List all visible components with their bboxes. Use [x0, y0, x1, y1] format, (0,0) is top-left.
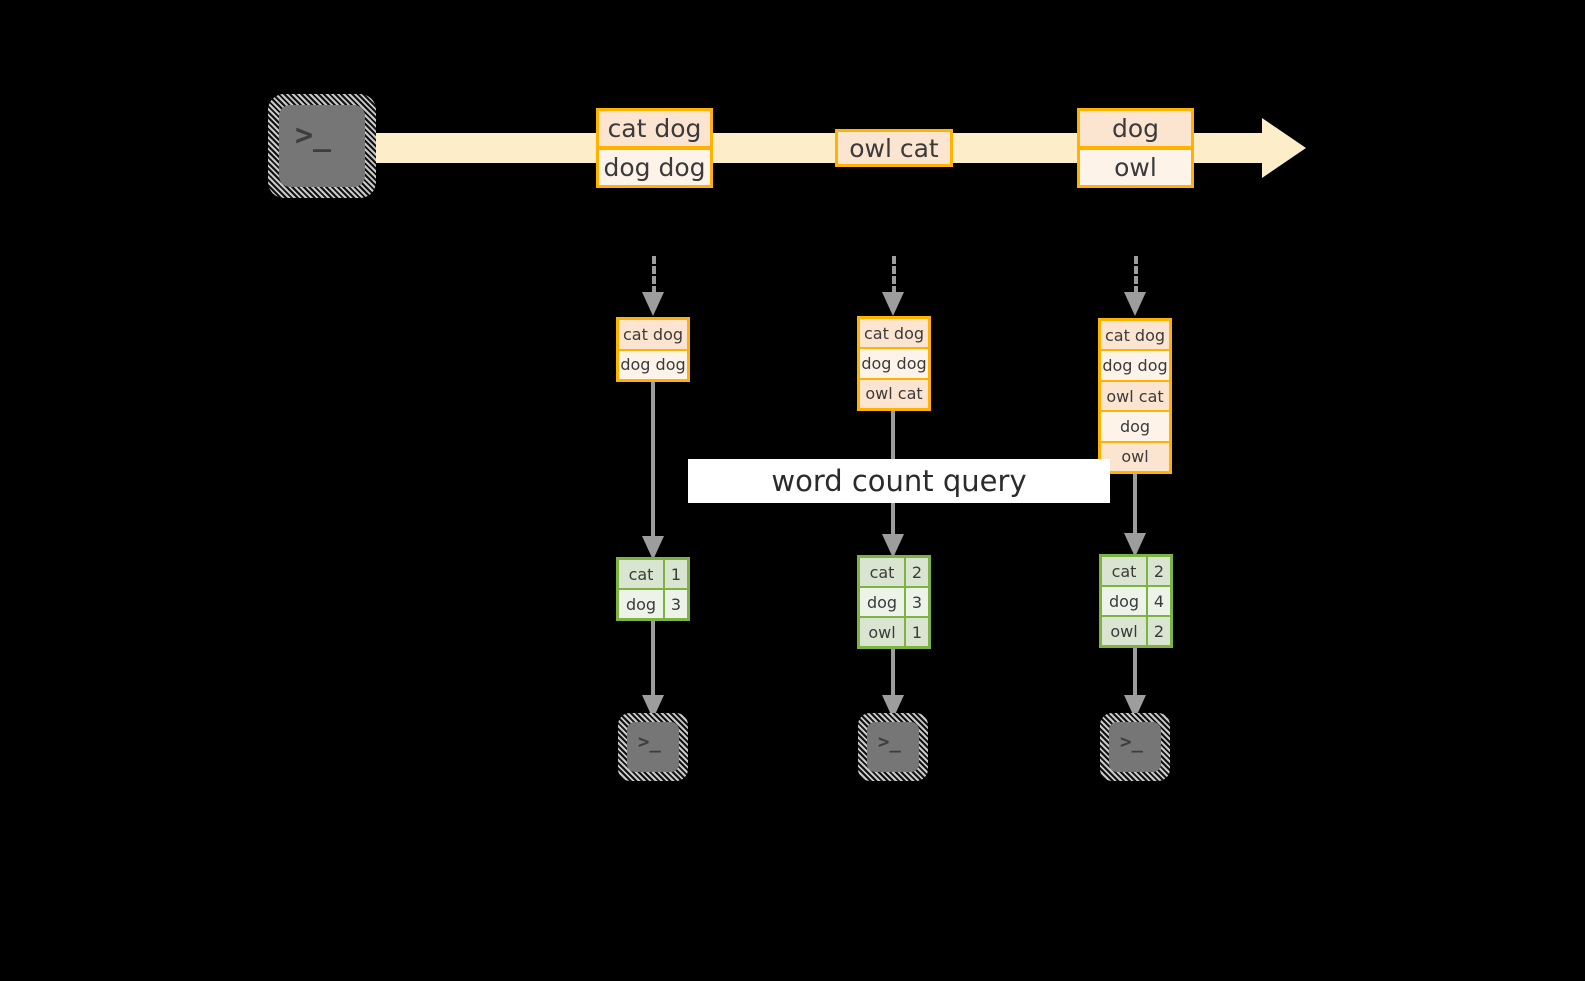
- timeline-event-cat-dog[interactable]: cat dog: [596, 108, 713, 149]
- trigger-1-sink-connector: [651, 621, 655, 699]
- terminal-screen: >_: [627, 722, 679, 772]
- trigger-1-query-connector: [651, 382, 655, 540]
- trigger-2-sink-connector: [891, 649, 895, 699]
- table-row: cat 2: [860, 558, 928, 588]
- result-count: 1: [665, 560, 687, 588]
- trigger-1-input-stack: cat dog dog dog: [616, 317, 690, 382]
- terminal-screen: >_: [279, 105, 365, 187]
- trigger-2-dashed-connector: [892, 256, 896, 294]
- table-row: dog 4: [1102, 587, 1170, 617]
- terminal-screen: >_: [867, 722, 919, 772]
- source-terminal-icon[interactable]: >_: [268, 94, 376, 198]
- trigger-2-input-stack: cat dog dog dog owl cat: [857, 316, 931, 411]
- table-row: dog 3: [860, 588, 928, 618]
- terminal-screen: >_: [1109, 722, 1161, 772]
- result-word: owl: [860, 618, 906, 646]
- table-row: dog 3: [619, 590, 687, 618]
- result-word: dog: [619, 590, 665, 618]
- timeline-event-owl[interactable]: owl: [1077, 147, 1194, 188]
- result-word: cat: [619, 560, 665, 588]
- timeline-event-dog-dog[interactable]: dog dog: [596, 147, 713, 188]
- trigger-2-result-table: cat 2 dog 3 owl 1: [857, 555, 931, 649]
- result-count: 2: [1148, 617, 1170, 645]
- table-row: owl 1: [860, 618, 928, 646]
- trigger-1-result-table: cat 1 dog 3: [616, 557, 690, 621]
- trigger-2-sink-terminal-icon[interactable]: >_: [858, 713, 928, 781]
- terminal-prompt-glyph: >_: [878, 731, 901, 753]
- result-count: 1: [906, 618, 928, 646]
- trigger-2-dashed-arrowhead-icon: [882, 292, 904, 316]
- trigger-2-query-arrowhead-icon: [882, 534, 904, 558]
- stack-row: dog dog: [619, 350, 687, 379]
- terminal-prompt-glyph: >_: [638, 731, 661, 753]
- stack-row: cat dog: [860, 319, 928, 350]
- result-count: 3: [665, 590, 687, 618]
- trigger-3-sink-connector: [1133, 648, 1137, 699]
- stack-row: dog: [1101, 412, 1169, 443]
- stack-row: cat dog: [619, 320, 687, 351]
- terminal-prompt-glyph: >_: [1120, 731, 1143, 753]
- result-word: dog: [1102, 587, 1148, 615]
- trigger-1-sink-terminal-icon[interactable]: >_: [618, 713, 688, 781]
- stack-row: owl cat: [860, 379, 928, 408]
- trigger-3-query-arrowhead-icon: [1124, 533, 1146, 557]
- trigger-3-dashed-arrowhead-icon: [1124, 292, 1146, 316]
- table-row: cat 2: [1102, 557, 1170, 587]
- result-word: owl: [1102, 617, 1148, 645]
- trigger-1-dashed-connector: [652, 256, 656, 294]
- stack-row: dog dog: [1101, 351, 1169, 382]
- result-word: dog: [860, 588, 906, 616]
- result-count: 4: [1148, 587, 1170, 615]
- stack-row: cat dog: [1101, 321, 1169, 352]
- trigger-3-sink-terminal-icon[interactable]: >_: [1100, 713, 1170, 781]
- timeline-arrowhead-icon: [1262, 118, 1306, 178]
- result-word: cat: [1102, 557, 1148, 585]
- result-count: 2: [906, 558, 928, 586]
- result-count: 3: [906, 588, 928, 616]
- timeline-event-owl-cat[interactable]: owl cat: [835, 129, 953, 167]
- table-row: cat 1: [619, 560, 687, 590]
- trigger-3-input-stack: cat dog dog dog owl cat dog owl: [1098, 318, 1172, 474]
- stack-row: owl: [1101, 442, 1169, 472]
- trigger-3-query-connector: [1133, 474, 1137, 538]
- trigger-3-result-table: cat 2 dog 4 owl 2: [1099, 554, 1173, 648]
- terminal-prompt-glyph: >_: [295, 118, 332, 153]
- stack-row: owl cat: [1101, 381, 1169, 413]
- query-label: word count query: [688, 459, 1110, 503]
- result-word: cat: [860, 558, 906, 586]
- trigger-1-dashed-arrowhead-icon: [642, 292, 664, 316]
- timeline-event-dog[interactable]: dog: [1077, 108, 1194, 149]
- stack-row: dog dog: [860, 349, 928, 380]
- trigger-1-query-arrowhead-icon: [642, 536, 664, 560]
- trigger-3-dashed-connector: [1134, 256, 1138, 294]
- result-count: 2: [1148, 557, 1170, 585]
- table-row: owl 2: [1102, 617, 1170, 645]
